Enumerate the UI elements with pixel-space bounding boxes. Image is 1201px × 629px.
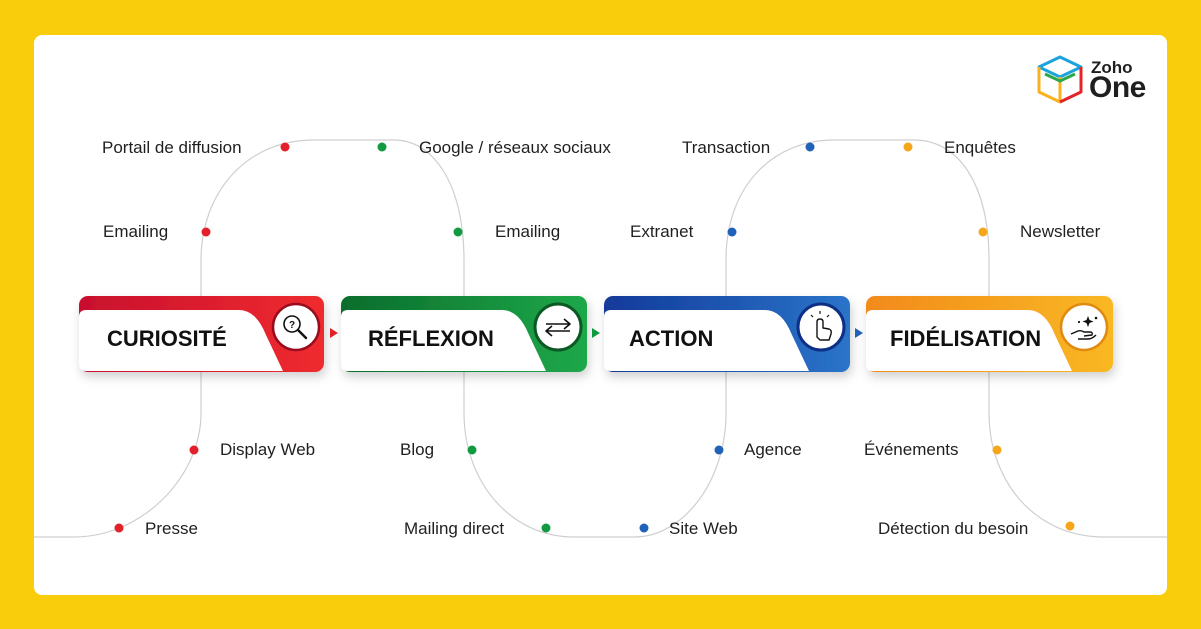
touchpoint-label: Transaction — [682, 138, 770, 157]
brand-name-one: One — [1089, 71, 1146, 104]
touchpoint-label: Mailing direct — [404, 519, 504, 538]
touchpoint-dot — [377, 142, 387, 152]
customer-journey-diagram: Portail de diffusion Emailing Display We… — [34, 138, 1167, 538]
stage-fidelisation — [866, 296, 1113, 372]
brand-name-zoho: Zoho — [1091, 58, 1133, 77]
stage-action — [604, 296, 850, 372]
touchpoint-dot — [467, 445, 477, 455]
exchange-arrows-icon — [533, 302, 583, 352]
stage-reflexion — [341, 296, 587, 372]
arrow-right-icon — [330, 328, 338, 338]
touchpoint-dot — [992, 445, 1002, 455]
touchpoint-dot — [978, 227, 988, 237]
zoho-one-logo: Zoho One — [1036, 54, 1156, 108]
magnifier-question-icon: ? — [271, 302, 321, 352]
touchpoint-dot — [541, 523, 551, 533]
touchpoint-label: Agence — [744, 440, 802, 459]
touchpoint-label: Emailing — [103, 222, 168, 241]
touchpoint-dot — [639, 523, 649, 533]
touchpoint-dot — [114, 523, 124, 533]
zoho-cube-icon — [1037, 55, 1083, 104]
touchpoint-dot — [201, 227, 211, 237]
touchpoint-label: Emailing — [495, 222, 560, 241]
stage-label-reflexion: RÉFLEXION — [368, 326, 494, 351]
stage-label-action: ACTION — [629, 326, 713, 351]
hand-sparkle-icon — [1059, 302, 1109, 352]
touchpoint-label: Détection du besoin — [878, 519, 1028, 538]
journey-path — [34, 139, 1167, 538]
click-hand-icon — [796, 302, 846, 352]
touchpoint-dot — [903, 142, 913, 152]
touchpoint-dot — [1065, 521, 1075, 531]
svg-text:?: ? — [289, 320, 295, 331]
stage-label-curiosite: CURIOSITÉ — [107, 326, 227, 351]
touchpoint-dot — [727, 227, 737, 237]
touchpoint-label: Portail de diffusion — [102, 138, 242, 157]
arrow-right-icon — [592, 328, 600, 338]
touchpoint-label: Site Web — [669, 519, 738, 538]
touchpoint-label: Blog — [400, 440, 434, 459]
touchpoint-label: Événements — [864, 440, 959, 459]
stage-curiosite — [79, 296, 324, 372]
touchpoint-dot — [280, 142, 290, 152]
main-panel: Portail de diffusion Emailing Display We… — [34, 35, 1167, 595]
touchpoint-label: Newsletter — [1020, 222, 1101, 241]
touchpoint-label: Extranet — [630, 222, 694, 241]
touchpoint-label: Presse — [145, 519, 198, 538]
arrow-right-icon — [855, 328, 863, 338]
touchpoint-dot — [189, 445, 199, 455]
touchpoint-label: Enquêtes — [944, 138, 1016, 157]
touchpoint-dot — [453, 227, 463, 237]
stage-label-fidelisation: FIDÉLISATION — [890, 326, 1041, 351]
touchpoint-dot — [805, 142, 815, 152]
touchpoint-label: Google / réseaux sociaux — [419, 138, 611, 157]
touchpoint-dot — [714, 445, 724, 455]
touchpoint-label: Display Web — [220, 440, 315, 459]
